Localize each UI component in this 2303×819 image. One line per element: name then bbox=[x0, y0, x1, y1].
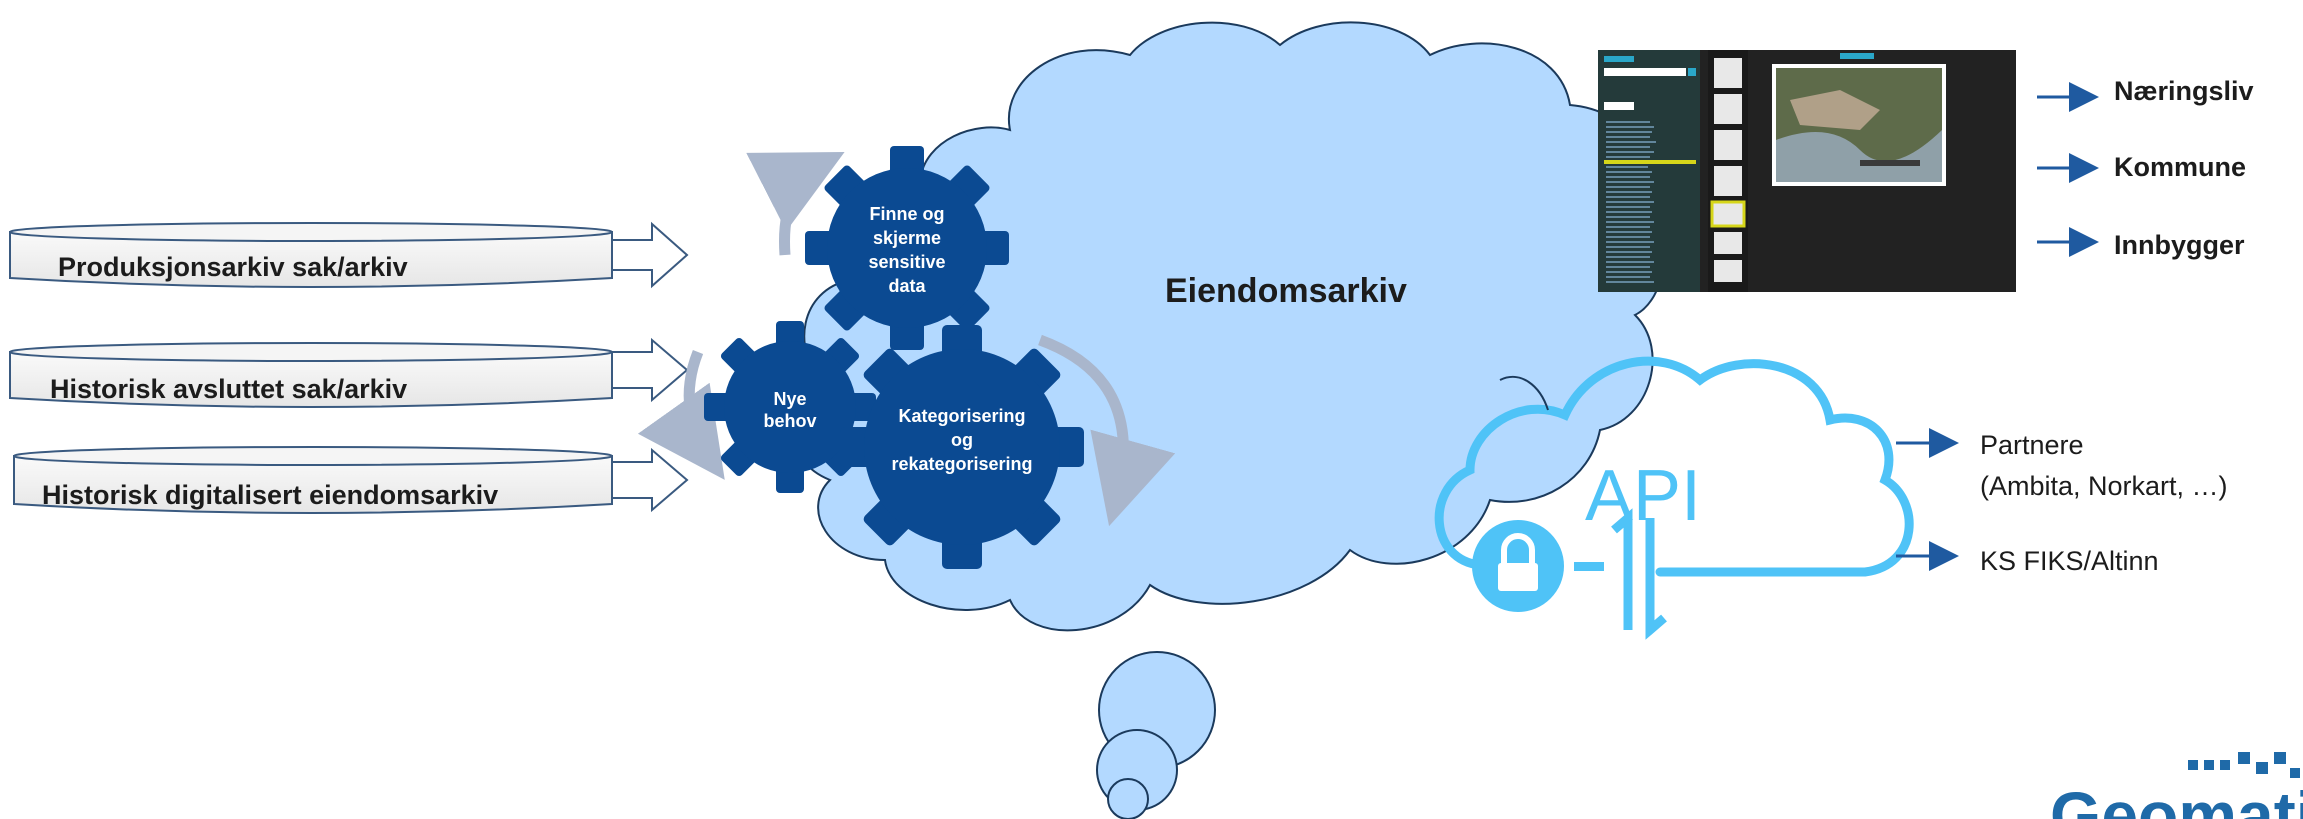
output-label-partnere: Partnere bbox=[1980, 430, 2084, 460]
thumbnail bbox=[1714, 232, 1742, 254]
screenshot-selection bbox=[1604, 160, 1696, 164]
gear-label: sensitive bbox=[868, 252, 945, 272]
gear-top: Finne og skjerme sensitive data bbox=[805, 146, 1009, 350]
thought-bubble bbox=[1107, 778, 1149, 819]
app-screenshot bbox=[1598, 50, 2016, 292]
gear-label: rekategorisering bbox=[891, 454, 1032, 474]
gear-label: data bbox=[888, 276, 926, 296]
logo-text: Geomati bbox=[2050, 778, 2303, 819]
hollow-arrow bbox=[611, 447, 689, 513]
thumbnail bbox=[1714, 94, 1742, 124]
aerial-water bbox=[1776, 130, 1942, 182]
cylinder-body bbox=[9, 231, 613, 288]
source-produksjonsarkiv: Produksjonsarkiv sak/arkiv bbox=[9, 221, 689, 289]
cycle-arrow bbox=[746, 151, 845, 256]
gear-label: behov bbox=[763, 411, 816, 431]
aerial-land bbox=[1790, 90, 1880, 130]
cylinder-body bbox=[13, 455, 613, 514]
cylinder-top bbox=[9, 342, 613, 362]
cylinder-body bbox=[9, 351, 613, 408]
api-cloud: API bbox=[1434, 356, 1914, 640]
outputs-top: Næringsliv Kommune Innbygger bbox=[2037, 76, 2254, 260]
thumbnail-selected bbox=[1710, 200, 1746, 228]
thumbnail bbox=[1714, 260, 1742, 282]
api-cloud-outline bbox=[1434, 356, 1914, 577]
hollow-arrow bbox=[611, 337, 689, 403]
thumbnail bbox=[1714, 58, 1742, 88]
screenshot-toggle bbox=[1604, 102, 1634, 110]
cylinder-top bbox=[13, 446, 613, 466]
cloud-title: Eiendomsarkiv bbox=[1165, 272, 1407, 310]
source-label: Produksjonsarkiv sak/arkiv bbox=[58, 252, 408, 282]
exchange-arrows-icon bbox=[1611, 508, 1667, 640]
gear-label: og bbox=[951, 430, 973, 450]
output-label-innbygger: Innbygger bbox=[2114, 230, 2245, 260]
screenshot-search-button bbox=[1688, 68, 1696, 76]
aerial-bridge bbox=[1860, 160, 1920, 166]
thumbnail bbox=[1714, 166, 1742, 196]
gear-label: skjerme bbox=[873, 228, 941, 248]
output-label-naeringsliv: Næringsliv bbox=[2114, 76, 2254, 106]
api-label: API bbox=[1585, 456, 1701, 536]
gear-label: Finne og bbox=[870, 204, 945, 224]
api-connector bbox=[1574, 562, 1604, 571]
cylinder-top bbox=[9, 222, 613, 242]
output-label-kommune: Kommune bbox=[2114, 152, 2246, 182]
screenshot-sidebar bbox=[1598, 50, 1700, 292]
cloud-edge bbox=[1499, 375, 1549, 411]
gear-group: Finne og skjerme sensitive data Nye beho… bbox=[637, 146, 1176, 569]
screenshot-search bbox=[1604, 68, 1686, 76]
logo-mark bbox=[2188, 752, 2300, 778]
screenshot-list bbox=[1606, 121, 1656, 283]
source-historisk-digitalisert: Historisk digitalisert eiendomsarkiv bbox=[13, 446, 689, 514]
output-label-ks-fiks: KS FIKS/Altinn bbox=[1980, 546, 2159, 576]
gear-label: Nye bbox=[773, 389, 806, 409]
thumbnail bbox=[1714, 130, 1742, 160]
geomatikk-logo: Geomati bbox=[2050, 752, 2303, 819]
gear-right: Kategorisering og rekategorisering bbox=[840, 325, 1084, 569]
cycle-arrow bbox=[637, 349, 725, 480]
hollow-arrow bbox=[611, 221, 689, 289]
gear-left: Nye behov bbox=[704, 321, 876, 493]
cycle-arrow bbox=[1038, 334, 1176, 527]
output-label-partnere-list: (Ambita, Norkart, …) bbox=[1980, 471, 2228, 501]
lock-icon bbox=[1472, 520, 1564, 612]
screenshot-tab bbox=[1604, 56, 1634, 62]
gear-label: Kategorisering bbox=[898, 406, 1025, 426]
screenshot-viewer-toolbar bbox=[1840, 53, 1874, 59]
source-label: Historisk digitalisert eiendomsarkiv bbox=[42, 480, 498, 510]
source-historisk-avsluttet: Historisk avsluttet sak/arkiv bbox=[9, 337, 689, 408]
outputs-api: Partnere (Ambita, Norkart, …) KS FIKS/Al… bbox=[1896, 428, 2228, 576]
source-label: Historisk avsluttet sak/arkiv bbox=[50, 374, 407, 404]
